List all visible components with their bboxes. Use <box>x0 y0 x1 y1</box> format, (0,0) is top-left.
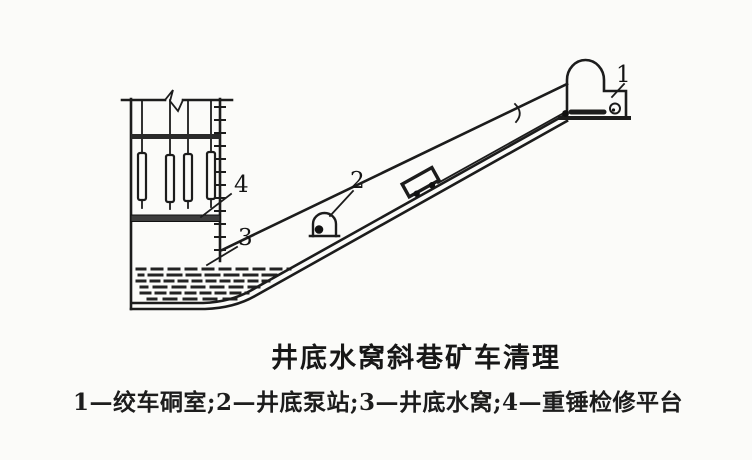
pump-unit <box>314 225 324 234</box>
guide-wheel-hub <box>611 108 616 112</box>
haulage-rope <box>436 112 564 185</box>
guide-wheel <box>609 102 621 115</box>
callout-leaders <box>199 82 626 267</box>
counterweight-ropes <box>141 99 212 156</box>
pump-station-arch <box>311 211 338 238</box>
ladder-rung-ticks <box>214 106 226 251</box>
callout-2: 2 <box>350 168 365 194</box>
callout-3: 3 <box>238 225 253 251</box>
counterweight <box>182 152 194 203</box>
rope-guide-beam <box>131 134 220 139</box>
winch-chamber-arch <box>565 58 628 119</box>
break-symbol <box>163 89 185 113</box>
leader-1 <box>610 82 626 99</box>
pump-station <box>308 211 341 238</box>
shaft-structure <box>120 89 234 311</box>
hammer-service-platform <box>130 214 221 222</box>
incline-roadway <box>129 82 569 311</box>
counterweight <box>205 150 217 201</box>
counterweight <box>164 153 176 204</box>
winch-chamber <box>558 58 631 120</box>
mine-car-wheel <box>428 182 436 189</box>
leader-2 <box>328 189 355 218</box>
counterweights <box>136 150 217 210</box>
incline-roof-line <box>220 82 569 252</box>
callout-1: 1 <box>616 62 631 88</box>
mine-car-body <box>399 165 442 200</box>
roof-curve-mark <box>513 102 521 124</box>
water-sump <box>135 267 292 301</box>
callout-4: 4 <box>234 172 249 198</box>
incline-floor-track-upper <box>131 114 565 305</box>
counterweight <box>136 151 148 202</box>
leader-4 <box>199 192 233 219</box>
figure-title: 井底水窝斜巷矿车清理 <box>271 343 561 374</box>
incline-floor-track-lower <box>129 119 569 311</box>
leader-3 <box>205 245 239 267</box>
mine-car <box>399 165 442 200</box>
counterweight-tails <box>141 198 212 210</box>
sheave-pulley <box>562 110 569 117</box>
figure-legend: 1—绞车硐室;2—井底泵站;3—井底水窝;4—重锤检修平台 <box>73 389 683 416</box>
mine-car-wheel <box>413 190 420 197</box>
